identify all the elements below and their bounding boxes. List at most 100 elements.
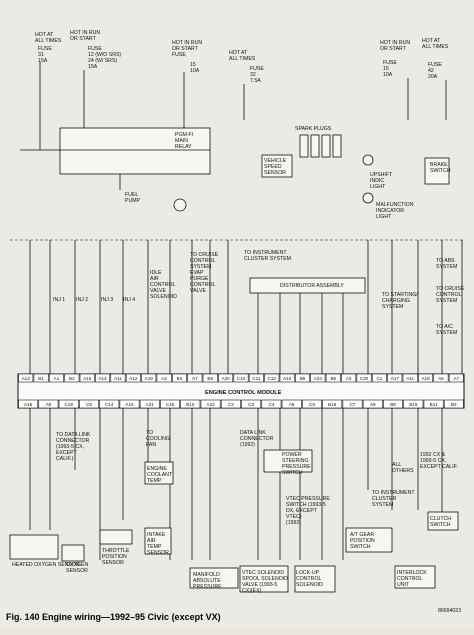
ecm-pin-label: C8 <box>86 402 92 407</box>
ecm-pin-label: C16 <box>166 402 175 407</box>
spark-plug-2 <box>310 134 320 158</box>
fuse-label-4: HOT AT <box>229 50 248 56</box>
fuse-label-5: HOT IN RUN <box>380 40 410 46</box>
ecm-pin <box>418 373 434 383</box>
vtec-solenoid-box <box>239 565 289 593</box>
brake-label: BRAKE <box>430 162 448 168</box>
iat-sensor-box <box>144 527 172 555</box>
mil-label: MALFUNCTION <box>376 202 414 208</box>
cruise-label-2b: CONTROL <box>436 292 461 298</box>
map-label-b: ABSOLUTE <box>193 578 221 584</box>
at-gear-label-b: POSITION <box>350 538 375 544</box>
fuse-label-6d: 42 <box>428 68 434 74</box>
fuel-pump-label-b: PUMP <box>125 198 141 204</box>
spark-plugs-label: SPARK PLUGS <box>295 126 332 132</box>
cluster-label-1: TO INSTRUMENT <box>244 250 287 256</box>
fuse-label-1e: 15A <box>38 58 48 64</box>
ecm-pin-label: A2 <box>161 376 167 381</box>
dlc2-label: DATA LINK <box>240 430 266 436</box>
fuse-label-2d: 12 (W/O SRS) <box>88 52 121 58</box>
malfunction-indicator-light-icon <box>362 192 374 204</box>
ecm-pin <box>220 399 241 409</box>
at-gear-position-switch-box <box>345 527 393 553</box>
cruise-label-1b: CONTROL <box>190 258 215 264</box>
figure-caption: Fig. 140 Engine wiring—1992–95 Civic (ex… <box>6 612 221 622</box>
ect-label: ENGINE <box>147 466 167 472</box>
vss-label-b: SPEED <box>264 164 282 170</box>
cruise-label-1c: SYSTEM <box>190 264 211 270</box>
interlock-label: INTERLOCK <box>397 570 427 576</box>
iat-label-c: TEMP <box>147 544 162 550</box>
iac-label: IDLE <box>150 270 162 276</box>
ecm-pin <box>95 373 111 383</box>
at-gear-label: A/T GEAR <box>350 532 374 538</box>
tps-label: THROTTLE <box>102 548 130 554</box>
ecm-pin-label: C9 <box>309 402 315 407</box>
main-relay-label: PGM-FI <box>175 132 193 138</box>
ecm-pin-label: B1 <box>38 376 44 381</box>
ecm-pin-label: A16 <box>24 402 33 407</box>
ecm-pin-label: A11 <box>114 376 122 381</box>
mil-label-b: INDICATOR <box>376 208 404 214</box>
o2-label-b: SENSOR <box>66 568 88 574</box>
fuse-label-2e: 24 (W/ SRS) <box>88 58 117 64</box>
ecm-pin <box>99 399 120 409</box>
brake-switch-box <box>424 157 450 185</box>
ecm-pin <box>38 399 59 409</box>
ecm-pin <box>402 373 418 383</box>
vtec-sol-label-c: VALVE (1993-5 <box>242 582 277 588</box>
ecm-pin <box>325 373 341 383</box>
fuse-label-2c: FUSE <box>88 46 102 52</box>
ecm-pin-label: A5 <box>438 376 444 381</box>
heated-oxygen-sensor-box <box>9 534 59 560</box>
ecm-pin <box>371 373 387 383</box>
vtec-sol-label: VTEC SOLENOID <box>242 570 284 576</box>
ecm-pin <box>341 373 357 383</box>
ecm-pin-label: B3 <box>177 376 183 381</box>
ecm-pin-label: B2 <box>69 376 75 381</box>
fuse-label-5c: FUSE <box>383 60 397 66</box>
ecm-pin-label: A11 <box>406 376 414 381</box>
ecm-pin-label: B16 <box>409 402 418 407</box>
evap-label-b: PURGE <box>190 276 209 282</box>
oxygen-sensor-box <box>61 544 85 562</box>
ecm-pin <box>119 399 140 409</box>
ecm-pin-label: A18 <box>421 376 430 381</box>
gauge-label-c: FAN <box>146 442 156 448</box>
ecm-pin <box>233 373 249 383</box>
ecm-pin-label: B5 <box>330 376 336 381</box>
ecm-pin-label: A9 <box>370 402 376 407</box>
ect-label-c: TEMP <box>147 478 162 484</box>
fuse-label-3b: OR START <box>172 46 199 52</box>
ecm-pin-label: A15 <box>83 376 92 381</box>
interlock-label-c: UNIT <box>397 582 410 588</box>
ect-sensor-box <box>144 461 174 485</box>
starting-label-b: CHARGING <box>382 298 410 304</box>
ecm-pin-label: A3 <box>346 376 352 381</box>
gauge-label: TO <box>146 430 153 436</box>
fuse-label-3: HOT IN RUN <box>172 40 202 46</box>
ecm-pin-label: C3 <box>248 402 254 407</box>
main-relay-label-b: MAIN <box>175 138 188 144</box>
main-relay-label-c: RELAY <box>175 144 192 150</box>
ecm-pin-label: C20 <box>360 376 369 381</box>
clutch-switch-box <box>427 511 459 531</box>
ecm-pin-label: B4 <box>451 402 457 407</box>
ecm-pin-label: C4 <box>268 402 274 407</box>
ecm-pin-label: C7 <box>350 402 356 407</box>
evap-label-c: CONTROL <box>190 282 215 288</box>
power-steering-switch-box <box>263 449 313 473</box>
fuse-label-2f: 15A <box>88 64 98 70</box>
ecm-pin-label: A8 <box>46 402 52 407</box>
ecm-pin <box>18 399 39 409</box>
ect-label-b: COOLANT <box>147 472 173 478</box>
ecm-pin-label: B10 <box>186 402 195 407</box>
ac-label: TO A/C <box>436 324 453 330</box>
fuse-label-3c: FUSE <box>172 52 186 58</box>
iac-label-c: CONTROL <box>150 282 175 288</box>
mil-label-c: LIGHT <box>376 214 392 220</box>
iat-label-b: AIR <box>147 538 156 544</box>
vtec-ps-label-e: (1992) <box>286 520 301 526</box>
